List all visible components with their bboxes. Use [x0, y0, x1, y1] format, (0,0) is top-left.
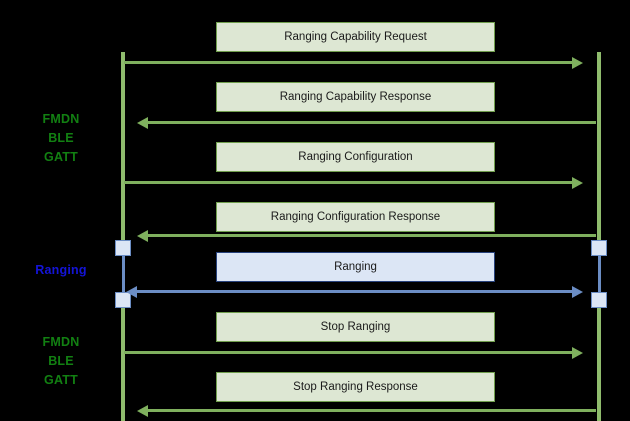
message-arrow-line-2 [148, 121, 596, 124]
message-arrow-line-5 [137, 290, 572, 293]
message-box-ranging-configuration-response: Ranging Configuration Response [216, 202, 495, 232]
message-arrow-head-5-left [126, 285, 137, 298]
activation-right-end [591, 292, 607, 308]
message-arrow-head-2 [137, 116, 148, 129]
message-arrow-line-3 [124, 181, 572, 184]
side-label-ranging: Ranging [35, 263, 87, 277]
lifeline-left-ranging [122, 244, 125, 300]
side-label-fmdn-ble-gatt-bottom: FMDN BLE GATT [42, 335, 80, 387]
message-box-ranging-configuration: Ranging Configuration [216, 142, 495, 172]
message-arrow-head-6 [572, 346, 583, 359]
message-arrow-head-7 [137, 404, 148, 417]
message-box-ranging: Ranging [216, 252, 495, 282]
lifeline-right-upper [597, 52, 601, 244]
message-arrow-line-1 [124, 61, 572, 64]
message-arrow-head-4 [137, 229, 148, 242]
lifeline-right-lower [597, 298, 601, 421]
message-arrow-head-1 [572, 56, 583, 69]
message-arrow-head-3 [572, 176, 583, 189]
lifeline-right-ranging [598, 244, 601, 300]
message-box-stop-ranging-response: Stop Ranging Response [216, 372, 495, 402]
message-arrow-line-6 [124, 351, 572, 354]
message-box-ranging-capability-request: Ranging Capability Request [216, 22, 495, 52]
activation-left-start [115, 240, 131, 256]
activation-right-start [591, 240, 607, 256]
message-box-stop-ranging: Stop Ranging [216, 312, 495, 342]
message-box-ranging-capability-response: Ranging Capability Response [216, 82, 495, 112]
side-label-fmdn-ble-gatt-top: FMDN BLE GATT [42, 112, 80, 164]
message-arrow-head-5-right [572, 285, 583, 298]
lifeline-left-lower [121, 298, 125, 421]
message-arrow-line-7 [148, 409, 596, 412]
message-arrow-line-4 [148, 234, 596, 237]
lifeline-left-upper [121, 52, 125, 244]
